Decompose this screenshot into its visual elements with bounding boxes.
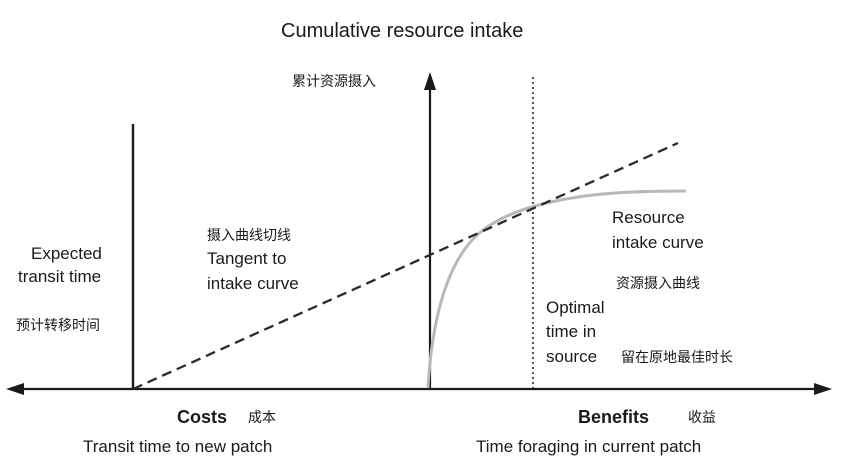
optimal-label-1: Optimal — [546, 298, 605, 317]
costs-label: Costs — [177, 407, 227, 427]
x-axis-right-arrow — [814, 383, 832, 395]
expected-transit-label-1: Expected — [31, 244, 102, 263]
resource-curve-label-zh: 资源摄入曲线 — [616, 275, 700, 291]
tangent-label-2: intake curve — [207, 274, 299, 293]
costs-label-zh: 成本 — [248, 409, 276, 425]
benefits-label-zh: 收益 — [688, 409, 716, 425]
resource-intake-curve — [426, 189, 687, 389]
benefits-sublabel: Time foraging in current patch — [476, 437, 701, 456]
chart-title: Cumulative resource intake — [281, 20, 523, 42]
benefits-label: Benefits — [578, 407, 649, 427]
tangent-line — [132, 141, 679, 391]
optimal-label-2: time in — [546, 322, 596, 341]
y-axis-arrow — [424, 72, 436, 90]
tangent-label-zh: 摄入曲线切线 — [207, 227, 291, 243]
tangent-label-1: Tangent to — [207, 249, 286, 268]
resource-curve-label-2: intake curve — [612, 233, 704, 252]
optimal-label-zh: 留在原地最佳时长 — [621, 349, 733, 365]
x-axis-left-arrow — [6, 383, 24, 395]
expected-transit-label-2: transit time — [18, 267, 101, 286]
costs-sublabel: Transit time to new patch — [83, 437, 272, 456]
chart-title-zh: 累计资源摄入 — [292, 73, 376, 89]
optimal-label-3: source — [546, 347, 597, 366]
resource-curve-label-1: Resource — [612, 208, 685, 227]
expected-transit-label-zh: 预计转移时间 — [16, 317, 100, 333]
